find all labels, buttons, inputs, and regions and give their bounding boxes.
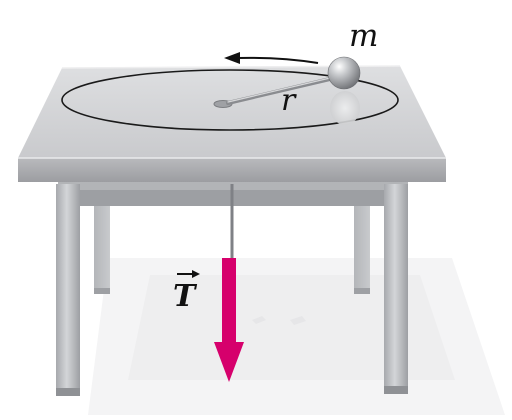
tension-label: T (173, 279, 196, 314)
mass-ball (327, 56, 361, 90)
floor-shadow (88, 258, 505, 415)
radius-rod (226, 77, 332, 105)
curved-arrow-left-icon (224, 52, 319, 64)
floor-shadow-marks (252, 316, 306, 325)
ball-reflection (330, 91, 360, 125)
mass-label: m (349, 18, 379, 54)
tension-force-arrow (214, 258, 244, 382)
orbit-path (61, 69, 399, 131)
radius-label: r (281, 83, 296, 118)
table-top (18, 65, 446, 182)
table-back-legs (94, 182, 370, 294)
vector-arrow-icon (177, 270, 200, 278)
table-front-legs (56, 184, 408, 396)
